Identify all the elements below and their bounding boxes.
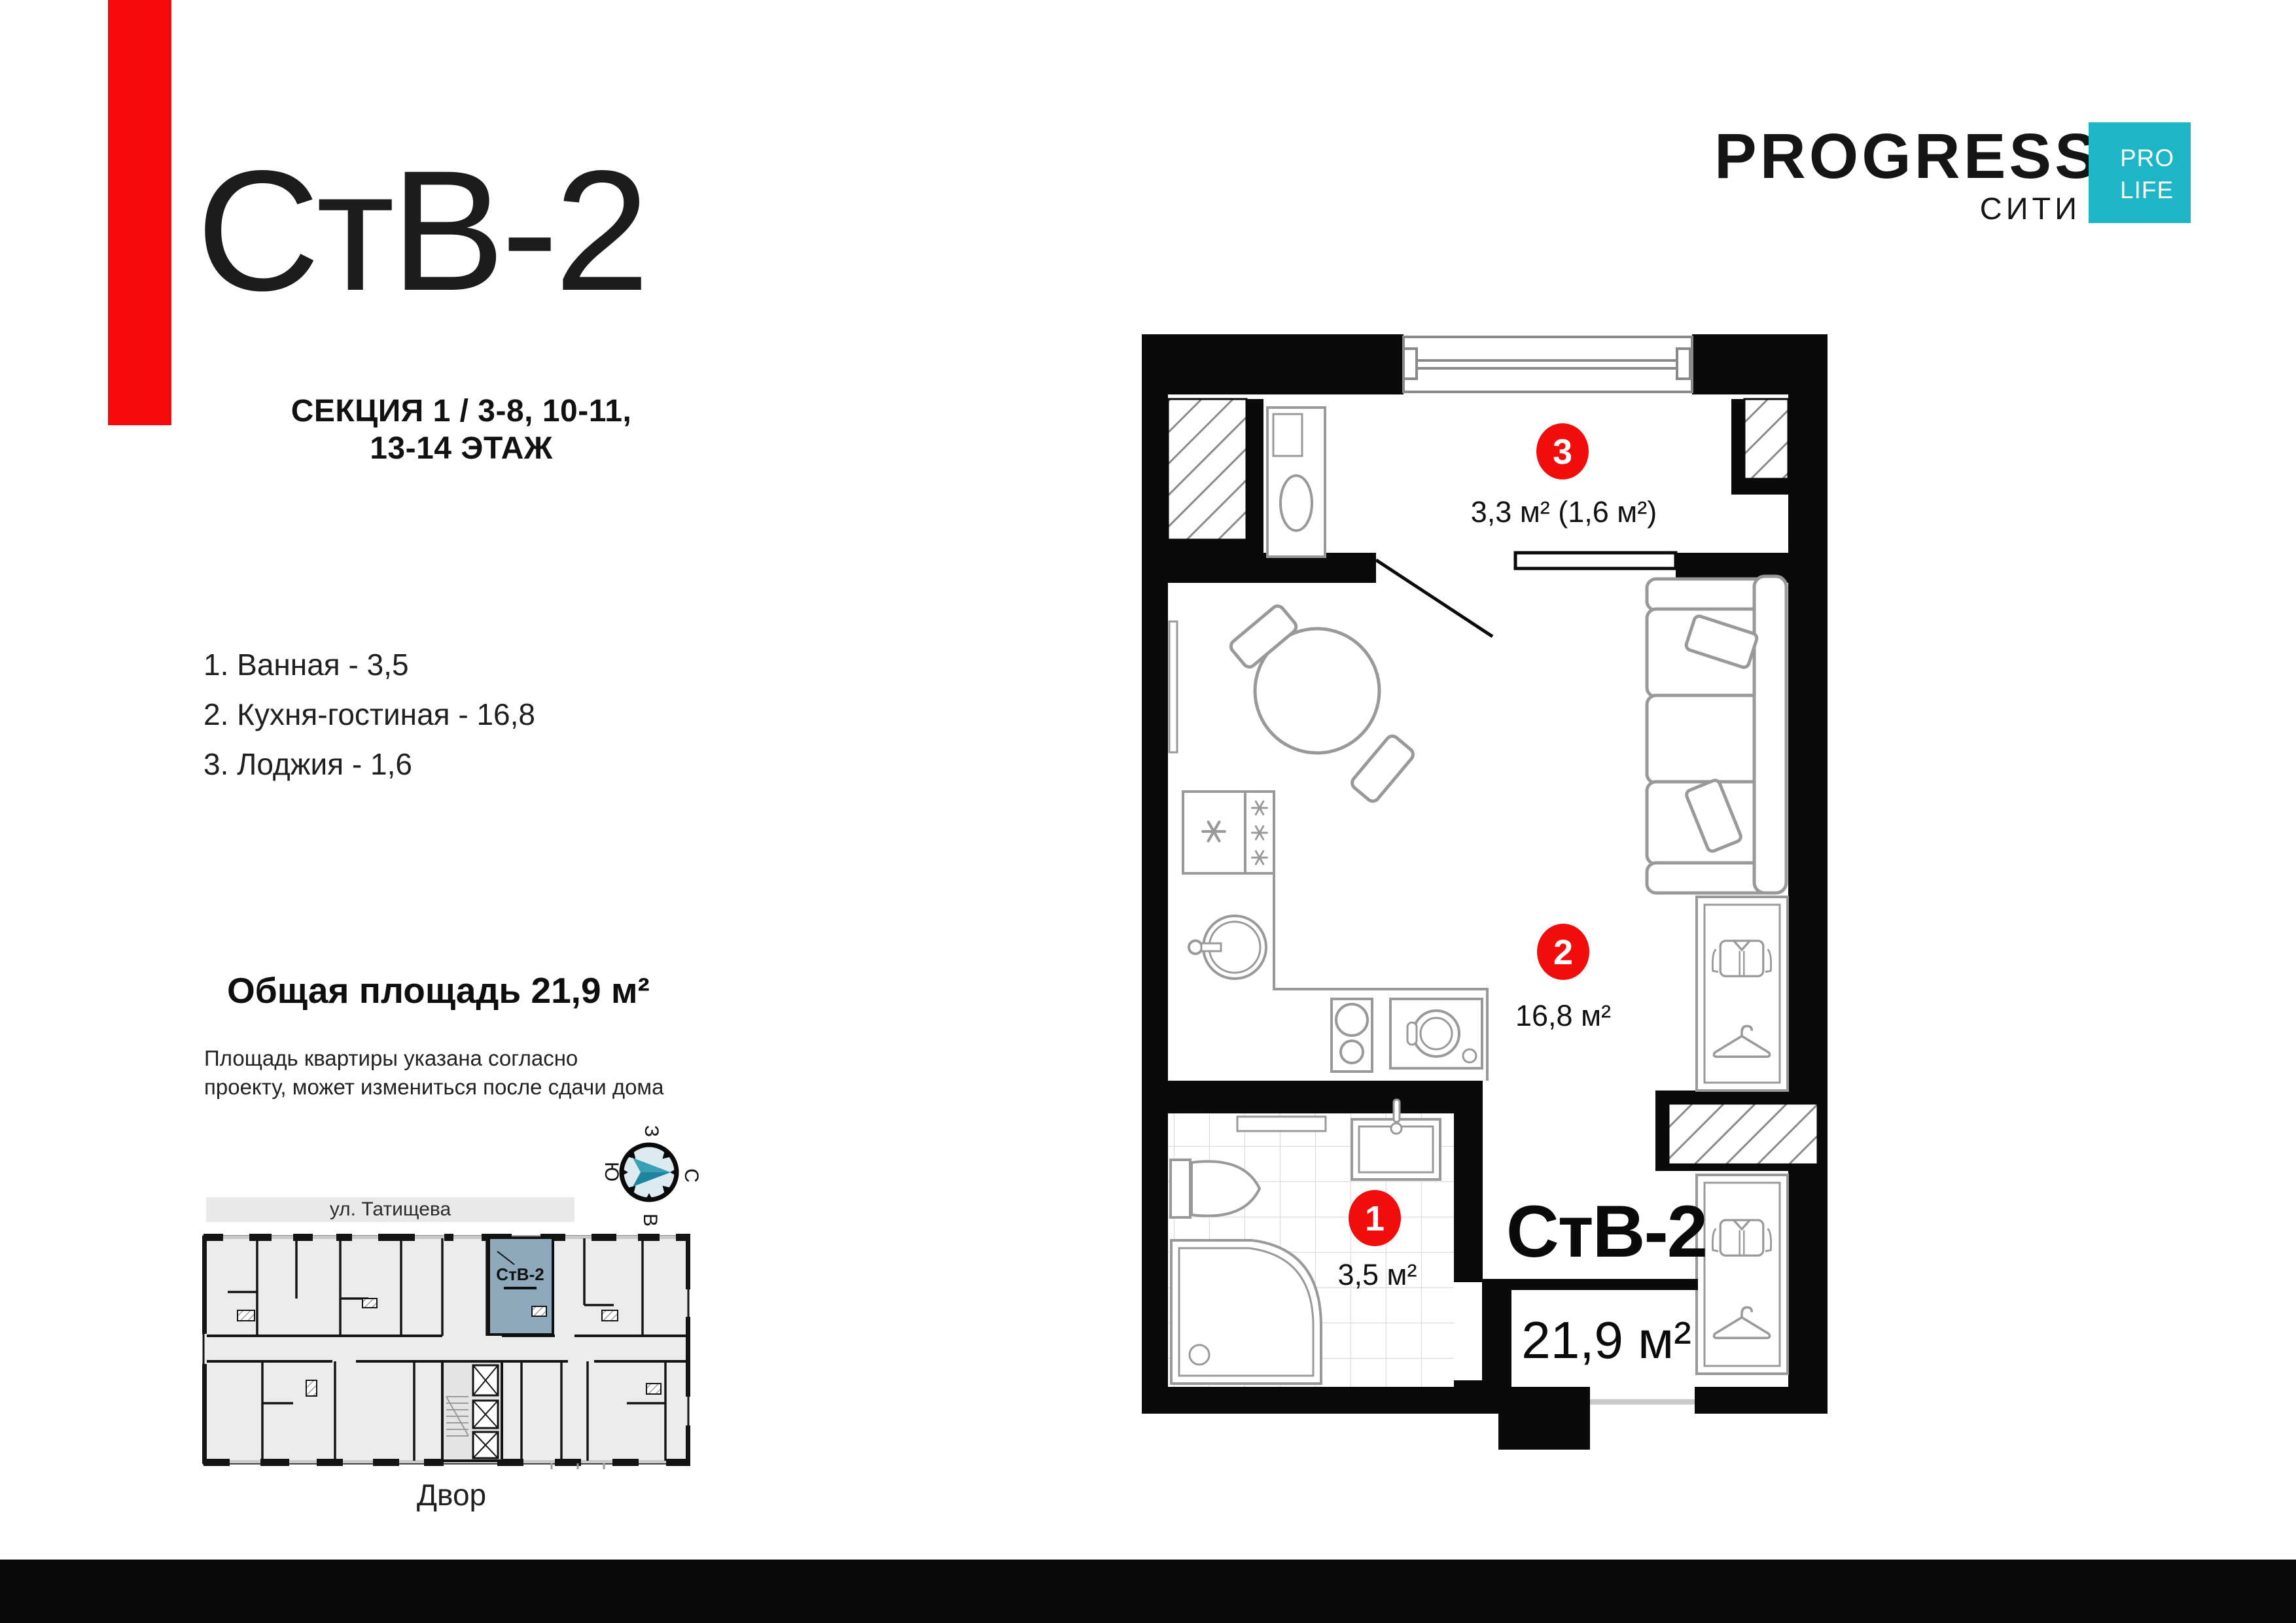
street-label-bar: ул. Татищева [206,1197,574,1222]
minimap-balcony-ticks [550,1463,605,1469]
wardrobe-icon [1695,896,1789,1092]
kitchen-icons [1168,604,1489,1081]
bathroom [1168,1098,1454,1387]
street-name: ул. Татищева [329,1198,451,1220]
page-title: СтВ-2 [196,135,650,326]
badge-line2: LIFE [2120,177,2174,203]
badge-line1: PRO [2120,145,2175,171]
compass-south-label: Ю [601,1162,622,1181]
compass-ticks [622,1150,676,1199]
room-list-item: 1. Ванная - 3,5 [203,648,409,682]
room-1-area: 3,5 м² [1338,1258,1417,1291]
kitchen-counter-outline [1273,873,1489,1081]
room-3-number: 3 [1553,432,1572,472]
area-disclaimer: Площадь квартиры указана согласно проект… [204,1044,663,1102]
disclaimer-line2: проекту, может измениться после сдачи до… [204,1075,664,1099]
footer-bar [0,1560,2296,1623]
pillow-icon [1684,614,1759,669]
section-line2: 13-14 ЭТАЖ [370,431,553,466]
pillow-icon [1685,778,1742,853]
cooktop-icon [1330,998,1373,1073]
room-list-item: 3. Лоджия - 1,6 [203,747,412,781]
floor-location-minimap: СтВ-2 [202,1234,690,1469]
chair-icon [1351,734,1415,803]
minimap-shaft-hatch [237,1298,662,1397]
code-underline [1511,1279,1698,1290]
kitchen-sink-icon [1188,915,1267,980]
section-floors-heading: СЕКЦИЯ 1 / 3-8, 10-11, 13-14 ЭТАЖ [232,393,690,467]
minimap-highlighted-unit: СтВ-2 [487,1236,554,1336]
minimap-core [441,1360,503,1462]
apartment-floorplan: 3 3,3 м² (1,6 м²) 2 16,8 м² 1 3,5 м² СтВ… [1142,334,1828,1450]
compass-icon: З С В Ю [601,1125,702,1227]
chair-icon [1229,604,1298,669]
shelf-icon [1236,1115,1327,1132]
section-line1: СЕКЦИЯ 1 / 3-8, 10-11, [291,394,632,428]
sofa-icon [1645,574,1788,895]
balcony-door-swing [1375,558,1494,638]
room-2-area: 16,8 м² [1515,999,1611,1032]
fridge-icon [1182,790,1275,875]
accent-red-bar [108,0,171,425]
logo-brand-text: PROGRESS [1714,120,2100,192]
plan-total-area: 21,9 м² [1521,1311,1691,1369]
entrance-threshold [1590,1399,1695,1405]
compass-east-label: В [639,1213,661,1227]
toilet-icon [1169,1159,1262,1219]
plan-apartment-code-block: СтВ-2 21,9 м² [1506,1191,1708,1369]
radiator-icon [1168,620,1178,754]
washing-machine-icon [1389,998,1483,1070]
yard-label: Двор [416,1478,487,1512]
loggia-window-icon [1402,336,1693,393]
minimap-unit-label: СтВ-2 [496,1265,544,1284]
room-3-area: 3,3 м² (1,6 м²) [1471,495,1657,529]
dining-table-icon [1253,627,1381,755]
shower-icon [1170,1239,1322,1385]
room-3-badge [1536,423,1589,480]
total-area-heading: Общая площадь 21,9 м² [227,970,650,1011]
loggia-cabinet-icon [1266,406,1326,558]
compass-west-label: З [641,1125,662,1137]
room-list: 1. Ванная - 3,5 2. Кухня-гостиная - 16,8… [203,640,535,789]
logo-city-text: СИТИ [1979,191,2081,226]
plan-apartment-code: СтВ-2 [1506,1191,1706,1272]
wardrobe-icon [1695,1174,1789,1375]
shaft-hatch-blocks [1167,398,1819,1166]
room-1-badge [1349,1190,1401,1246]
room-list-item: 2. Кухня-гостиная - 16,8 [203,697,535,731]
room-1-number: 1 [1365,1199,1385,1238]
disclaimer-line1: Площадь квартиры указана согласно [204,1046,578,1070]
room-labels: 3 3,3 м² (1,6 м²) 2 16,8 м² 1 3,5 м² [1338,423,1657,1291]
developer-logo: PROGRESS СИТИ [1714,120,2100,226]
compass-arrow-icon [633,1158,671,1187]
room-2-number: 2 [1553,933,1573,972]
loggia-sill-window [1513,551,1678,570]
compass-north-label: С [680,1168,702,1183]
logo-prolife-badge: PRO LIFE [2089,122,2191,223]
room-2-badge [1537,924,1589,980]
bathroom-sink-icon [1351,1098,1441,1181]
